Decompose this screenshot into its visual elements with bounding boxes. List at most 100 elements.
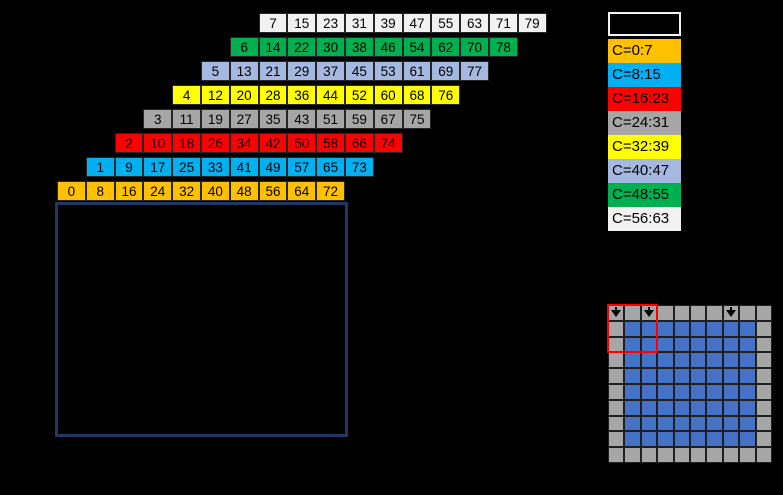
staircase-cell: 41 — [229, 157, 259, 177]
staircase-cell: 2 — [114, 133, 144, 153]
grid-cell-active — [739, 320, 756, 337]
staircase-cell: 46 — [373, 37, 403, 57]
grid-cell-active — [640, 336, 658, 353]
grid-cell — [624, 305, 641, 321]
grid-cell-active — [673, 336, 690, 353]
grid-cell-active — [722, 336, 740, 353]
grid-cell — [608, 383, 625, 400]
staircase-cell: 61 — [402, 61, 432, 81]
block-grid — [608, 305, 772, 463]
grid-cell — [689, 305, 707, 321]
staircase-cell: 69 — [431, 61, 461, 81]
grid-cell — [673, 305, 690, 321]
grid-cell — [722, 447, 740, 463]
staircase-cell: 31 — [344, 13, 374, 33]
staircase-cell: 10 — [143, 133, 173, 153]
grid-cell-active — [739, 336, 756, 353]
grid-cell-active — [657, 383, 674, 400]
staircase-cell: 39 — [373, 13, 403, 33]
grid-cell-active — [673, 383, 690, 400]
staircase-cell: 11 — [172, 109, 201, 129]
staircase-cell: 13 — [229, 61, 259, 81]
grid-cell-active — [706, 352, 723, 369]
grid-cell-active — [640, 431, 658, 448]
staircase-cell: 35 — [258, 109, 288, 129]
staircase-cell: 7 — [258, 13, 288, 33]
grid-cell — [755, 352, 772, 369]
grid-cell-active — [657, 431, 674, 448]
staircase-cell: 40 — [200, 181, 230, 201]
staircase-cell: 42 — [258, 133, 288, 153]
grid-cell-active — [673, 368, 690, 384]
staircase-cell: 47 — [402, 13, 432, 33]
grid-cell — [608, 368, 625, 384]
grid-cell-active — [640, 320, 658, 337]
grid-cell — [640, 447, 658, 463]
grid-cell-active — [706, 415, 723, 432]
grid-cell-active — [706, 320, 723, 337]
legend-item: C=0:7 — [608, 39, 681, 63]
grid-cell — [755, 336, 772, 353]
grid-cell-active — [722, 383, 740, 400]
grid-cell-active — [640, 368, 658, 384]
legend-empty-cell — [608, 12, 681, 36]
grid-cell-active — [640, 352, 658, 369]
staircase-cell: 54 — [402, 37, 432, 57]
grid-cell-active — [673, 431, 690, 448]
staircase-cell: 33 — [200, 157, 230, 177]
staircase-cell: 49 — [258, 157, 288, 177]
grid-cell-active — [640, 399, 658, 416]
grid-cell-active — [722, 352, 740, 369]
staircase-cell: 30 — [316, 37, 345, 57]
grid-cell — [608, 305, 625, 321]
staircase-cell: 71 — [488, 13, 518, 33]
legend-item: C=8:15 — [608, 63, 681, 87]
grid-cell — [722, 305, 740, 321]
grid-cell-active — [722, 431, 740, 448]
grid-cell — [739, 305, 756, 321]
down-arrow-icon — [643, 307, 654, 317]
grid-cell — [608, 415, 625, 432]
staircase-cell: 36 — [287, 85, 317, 105]
staircase-cell: 50 — [287, 133, 317, 153]
staircase-cell: 57 — [287, 157, 317, 177]
staircase-cell: 78 — [488, 37, 518, 57]
legend-item: C=56:63 — [608, 207, 681, 231]
grid-cell-active — [657, 352, 674, 369]
staircase-cell: 16 — [114, 181, 144, 201]
staircase-cell: 52 — [344, 85, 374, 105]
staircase-cell: 70 — [460, 37, 489, 57]
staircase-cell: 77 — [460, 61, 489, 81]
staircase-cell: 79 — [517, 13, 547, 33]
grid-cell — [608, 352, 625, 369]
staircase-cell: 68 — [402, 85, 432, 105]
grid-cell-active — [657, 368, 674, 384]
grid-cell-active — [689, 399, 707, 416]
staircase-cell: 73 — [344, 157, 374, 177]
staircase-cell: 0 — [57, 181, 86, 201]
grid-cell — [755, 320, 772, 337]
grid-cell — [624, 447, 641, 463]
staircase-cell: 23 — [316, 13, 345, 33]
staircase-cell: 18 — [172, 133, 201, 153]
grid-cell-active — [739, 383, 756, 400]
legend-item: C=32:39 — [608, 135, 681, 159]
grid-cell — [608, 320, 625, 337]
grid-cell-active — [689, 415, 707, 432]
staircase-cell: 22 — [287, 37, 317, 57]
staircase-cell: 65 — [316, 157, 345, 177]
grid-cell-active — [739, 415, 756, 432]
staircase-cell: 34 — [229, 133, 259, 153]
staircase-cell: 8 — [85, 181, 115, 201]
grid-cell-active — [739, 352, 756, 369]
legend-item: C=40:47 — [608, 159, 681, 183]
grid-cell-active — [722, 368, 740, 384]
